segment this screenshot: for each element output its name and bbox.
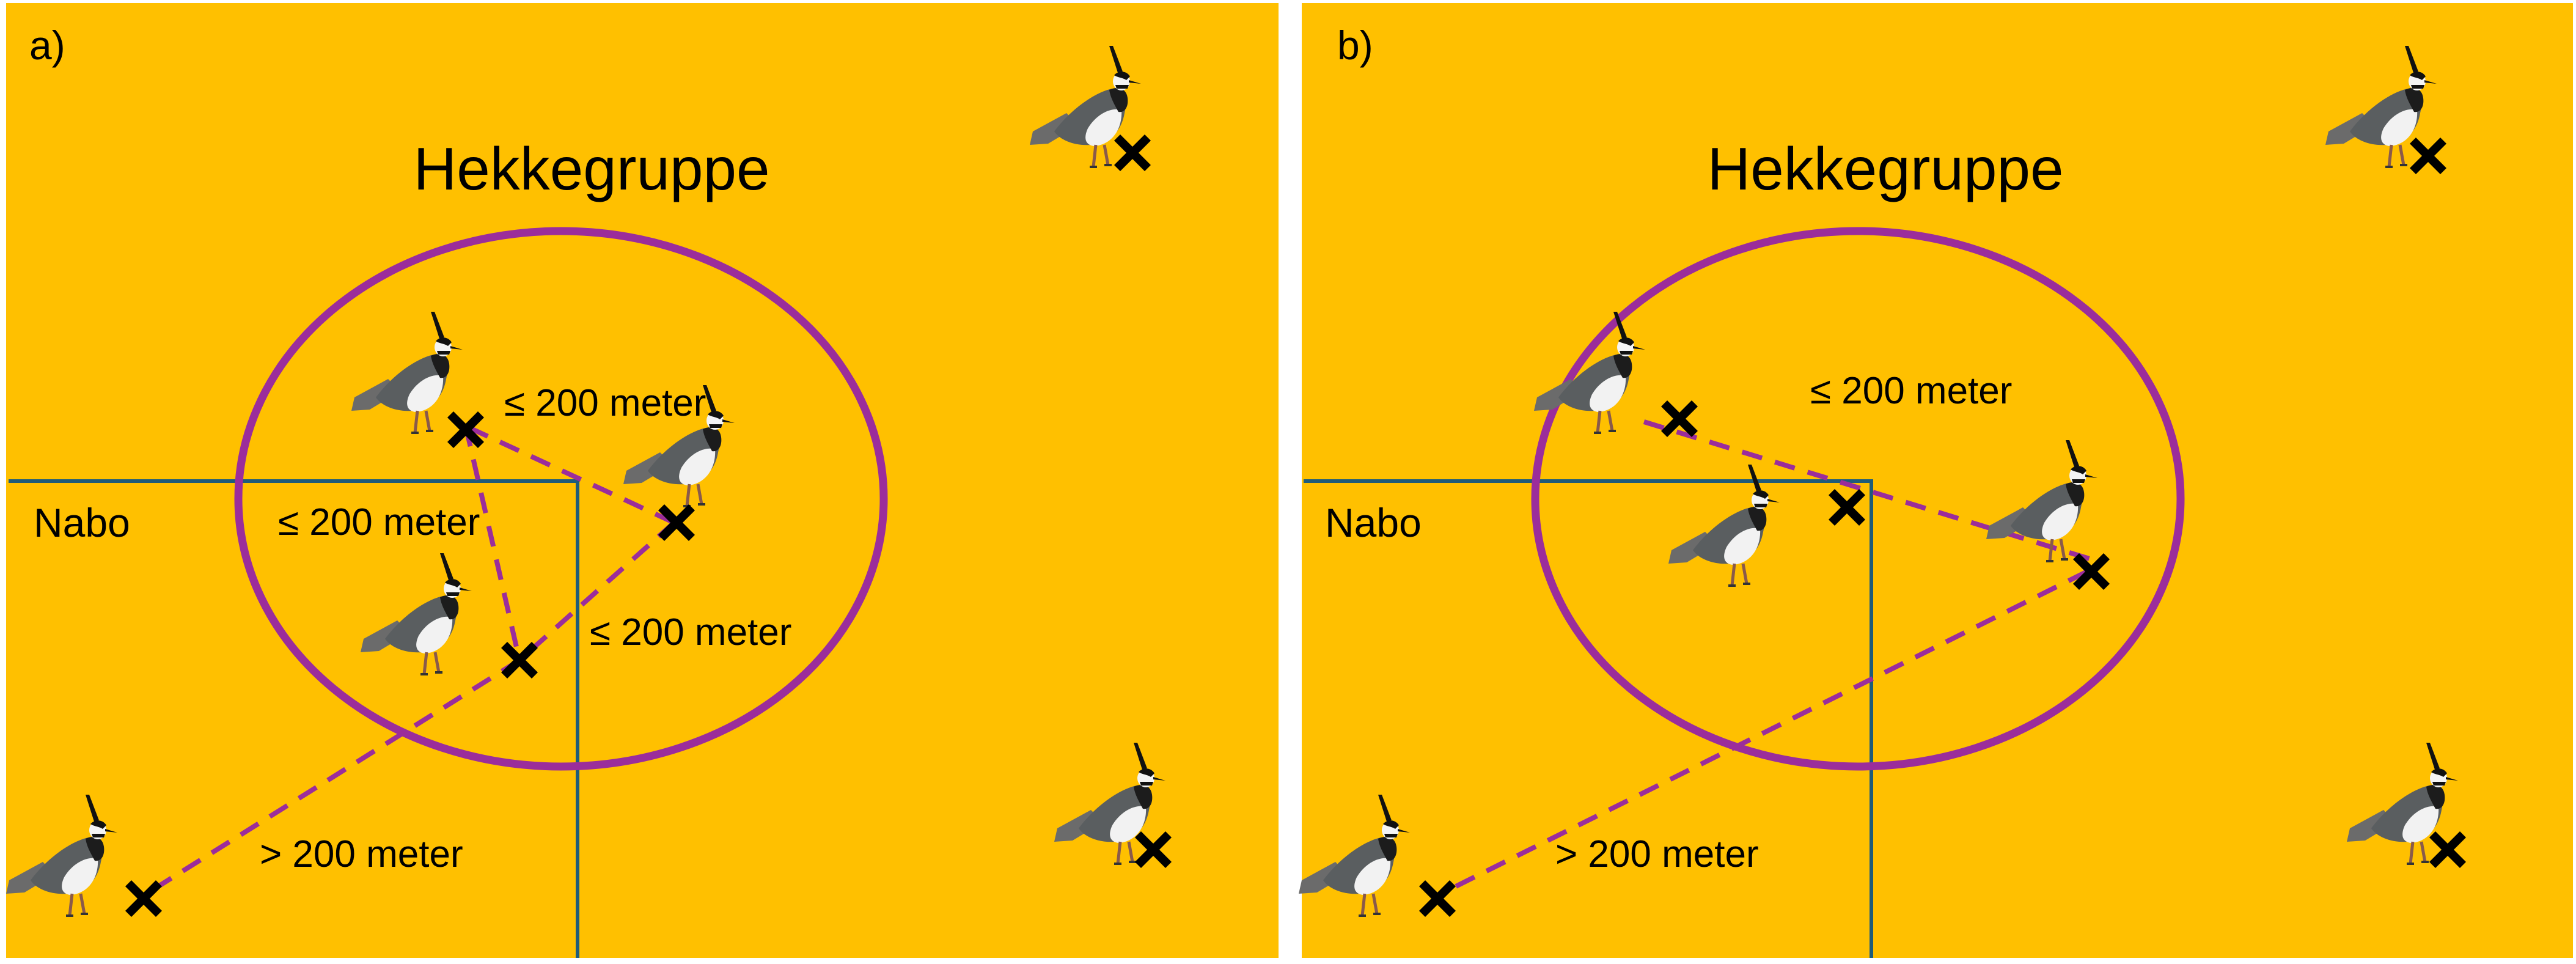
distance-label: ≤ 200 meter [278,501,480,543]
distance-label: > 200 meter [260,833,463,875]
group-ellipse [1531,227,2185,771]
group-title: Hekkegruppe [414,135,770,202]
distance-label: ≤ 200 meter [1810,370,2012,412]
distance-line [1643,419,2093,562]
distance-lines [1436,419,2093,898]
panel-label: b) [1337,23,1373,68]
group-title: Hekkegruppe [1708,135,2064,202]
distance-line [142,658,521,898]
panel-label: a) [29,23,65,68]
distance-line [518,521,676,662]
distance-line [463,425,522,661]
distance-line [464,424,675,525]
neighbor-label: Nabo [1325,500,1422,545]
neighbor-boundary [9,479,579,958]
neighbor-boundary [1304,479,1873,958]
group-ellipse [234,227,888,771]
distance-line [1436,569,2088,898]
distance-lines [142,424,676,898]
distance-label: ≤ 200 meter [504,382,706,424]
distance-label: ≤ 200 meter [590,611,791,653]
distance-label: > 200 meter [1555,833,1759,875]
panel-a: a) Hekkegruppe Nabo ≤ 200 meter ≤ 200 me… [6,3,1279,958]
neighbor-label: Nabo [34,500,130,545]
panel-b: b) Hekkegruppe Nabo ≤ 200 meter > 200 me… [1299,3,2573,958]
